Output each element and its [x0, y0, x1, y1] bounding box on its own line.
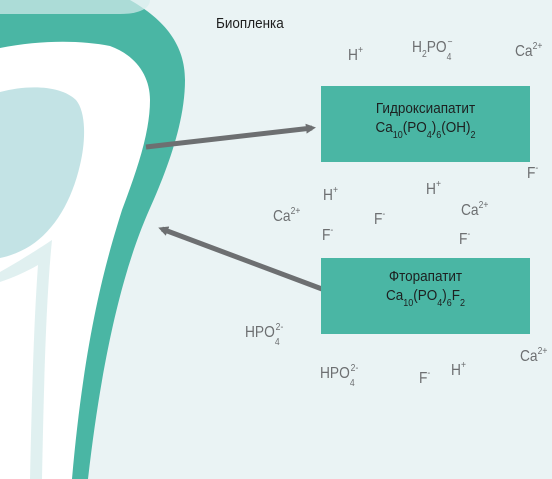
ion-ca: Ca2+ — [515, 44, 542, 60]
ion-f: F- — [527, 166, 538, 182]
ion-h-plus: H+ — [323, 188, 338, 204]
fluorapatite-name: Фторапатит — [331, 267, 519, 286]
hydroxyapatite-name: Гидроксиапатит — [331, 99, 519, 118]
ion-h2po4: H2PO−4 — [412, 40, 453, 56]
fluorapatite-formula: Ca10(PO4)6F2 — [331, 286, 519, 305]
ion-ca: Ca2+ — [520, 349, 547, 365]
ion-f: F- — [459, 232, 470, 248]
hydroxyapatite-formula: Ca10(PO4)6(OH)2 — [331, 118, 519, 137]
fluorapatite-box: Фторапатит Ca10(PO4)6F2 — [321, 258, 530, 334]
ion-h-plus: H+ — [348, 48, 363, 64]
ion-f: F- — [322, 228, 333, 244]
ion-h-plus: H+ — [426, 182, 441, 198]
ion-f: F- — [419, 371, 430, 387]
ion-h-plus: H+ — [451, 363, 466, 379]
ion-f: F- — [374, 212, 385, 228]
top-light-band — [0, 0, 150, 14]
hydroxyapatite-box: Гидроксиапатит Ca10(PO4)6(OH)2 — [321, 86, 530, 162]
ion-ca: Ca2+ — [273, 209, 300, 225]
arrow-from-fluorapatite — [162, 229, 322, 289]
biofilm-title: Биопленка — [216, 15, 284, 32]
ion-ca: Ca2+ — [461, 203, 488, 219]
